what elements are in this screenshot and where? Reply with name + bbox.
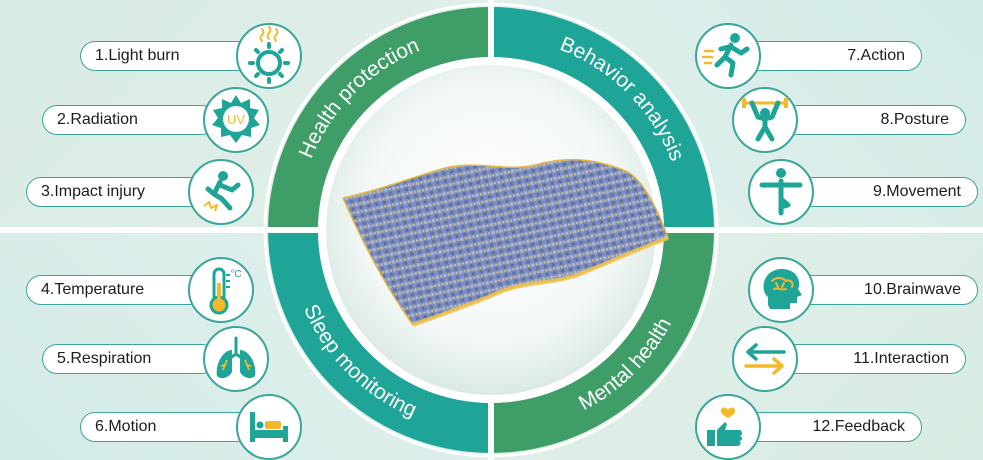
yoga-pose-icon — [759, 168, 803, 216]
thermometer-icon: °C — [209, 267, 242, 315]
item-icon-circle-posture — [732, 87, 798, 153]
item-label-temperature: 4.Temperature — [26, 275, 206, 305]
weightlifter-icon — [742, 98, 788, 142]
item-label-radiation: 2.Radiation — [42, 105, 217, 135]
item-icon-circle-action — [695, 23, 761, 89]
item-icon-circle-light-burn — [236, 23, 302, 89]
celsius-label: °C — [230, 269, 241, 280]
item-icon-circle-radiation: UV — [203, 87, 269, 153]
running-person-icon — [701, 33, 750, 78]
bed-icon — [250, 412, 288, 442]
falling-person-icon — [203, 171, 241, 212]
item-icon-circle-feedback — [695, 394, 761, 460]
item-icon-circle-interaction — [732, 326, 798, 392]
sun-heat-icon — [248, 26, 290, 84]
item-icon-circle-movement — [748, 159, 814, 225]
item-icon-circle-motion — [236, 394, 302, 460]
uv-sun-icon: UV — [212, 95, 260, 143]
ring-segment-sleep — [268, 230, 491, 453]
item-icon-circle-temperature: °C — [188, 257, 254, 323]
item-label-motion: 6.Motion — [80, 412, 255, 442]
thumbs-up-heart-icon — [707, 407, 742, 446]
item-label-light-burn: 1.Light burn — [80, 41, 255, 71]
item-label-posture: 8.Posture — [765, 105, 966, 135]
uv-label: UV — [227, 112, 245, 127]
item-label-respiration: 5.Respiration — [42, 344, 217, 374]
item-label-feedback: 12.Feedback — [733, 412, 922, 442]
item-icon-circle-impact-injury — [188, 159, 254, 225]
brain-head-icon — [763, 268, 802, 309]
item-label-impact-injury: 3.Impact injury — [26, 177, 206, 207]
ring-segment-mental — [491, 230, 714, 453]
item-icon-circle-respiration — [203, 326, 269, 392]
ring-segment-behavior — [491, 7, 714, 230]
item-label-action: 7.Action — [733, 41, 922, 71]
lungs-icon — [216, 336, 256, 379]
item-icon-circle-brainwave — [748, 257, 814, 323]
exchange-arrows-icon — [744, 343, 786, 375]
ring-segment-health — [268, 7, 491, 230]
item-label-interaction: 11.Interaction — [765, 344, 966, 374]
